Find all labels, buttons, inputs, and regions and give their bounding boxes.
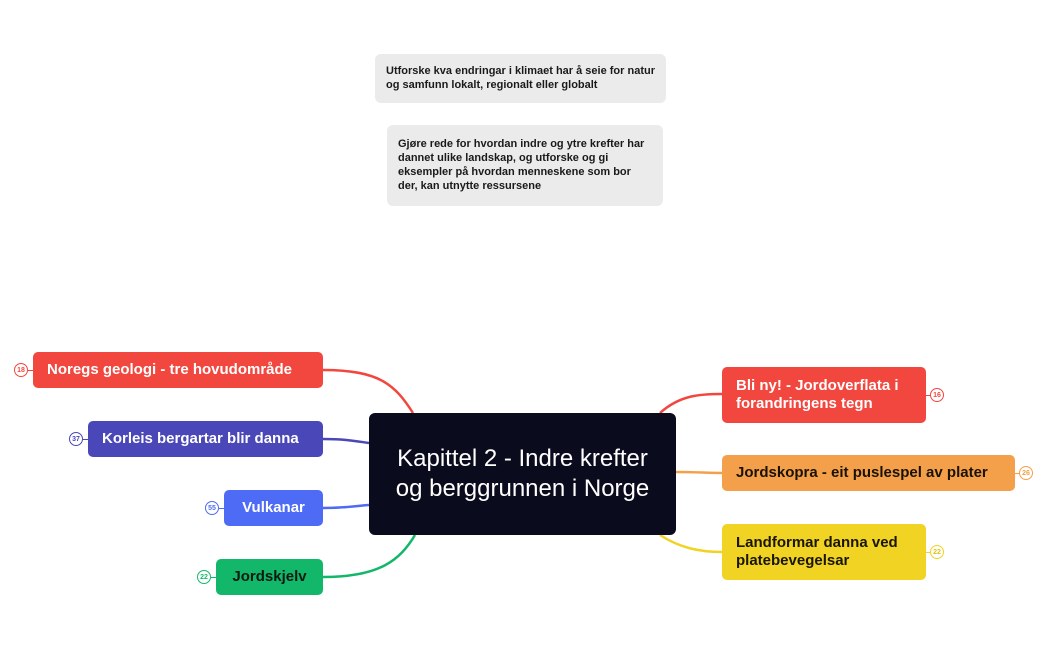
count-badge-vulkanar[interactable]: 55: [205, 501, 219, 515]
connector-jordskjelv: [322, 534, 417, 579]
badge-connector: [28, 370, 34, 371]
count-badge-bergartar[interactable]: 37: [69, 432, 83, 446]
topic-bli-ny[interactable]: Bli ny! - Jordoverflata i forandringens …: [722, 367, 926, 423]
badge-connector: [925, 395, 931, 396]
connector-bergartar: [322, 437, 370, 445]
topic-jordskjelv[interactable]: Jordskjelv: [216, 559, 323, 595]
connector-geologi: [322, 368, 415, 414]
connector-landformar: [659, 533, 723, 554]
topic-noregs-geologi[interactable]: Noregs geologi - tre hovudområde: [33, 352, 323, 388]
badge-connector: [925, 552, 931, 553]
count-badge-jordskopra[interactable]: 26: [1019, 466, 1033, 480]
count-badge-geologi[interactable]: 18: [14, 363, 28, 377]
badge-connector: [211, 577, 217, 578]
topic-korleis-bergartar[interactable]: Korleis bergartar blir danna: [88, 421, 323, 457]
note-klima[interactable]: Utforske kva endringar i klimaet har å s…: [375, 54, 666, 103]
note-krefter[interactable]: Gjøre rede for hvordan indre og ytre kre…: [387, 125, 663, 206]
topic-jordskopra[interactable]: Jordskopra - eit puslespel av plater: [722, 455, 1015, 491]
badge-connector: [219, 508, 225, 509]
count-badge-bli-ny[interactable]: 16: [930, 388, 944, 402]
count-badge-landformar[interactable]: 22: [930, 545, 944, 559]
connector-bli-ny: [659, 392, 723, 414]
count-badge-jordskjelv[interactable]: 22: [197, 570, 211, 584]
connector-vulkanar: [322, 503, 370, 510]
badge-connector: [1014, 473, 1020, 474]
topic-landformar[interactable]: Landformar danna ved platebevegelsar: [722, 524, 926, 580]
connector-jordskopra: [675, 470, 723, 475]
central-topic[interactable]: Kapittel 2 - Indre krefter og berggrunne…: [369, 413, 676, 535]
topic-vulkanar[interactable]: Vulkanar: [224, 490, 323, 526]
badge-connector: [83, 439, 89, 440]
